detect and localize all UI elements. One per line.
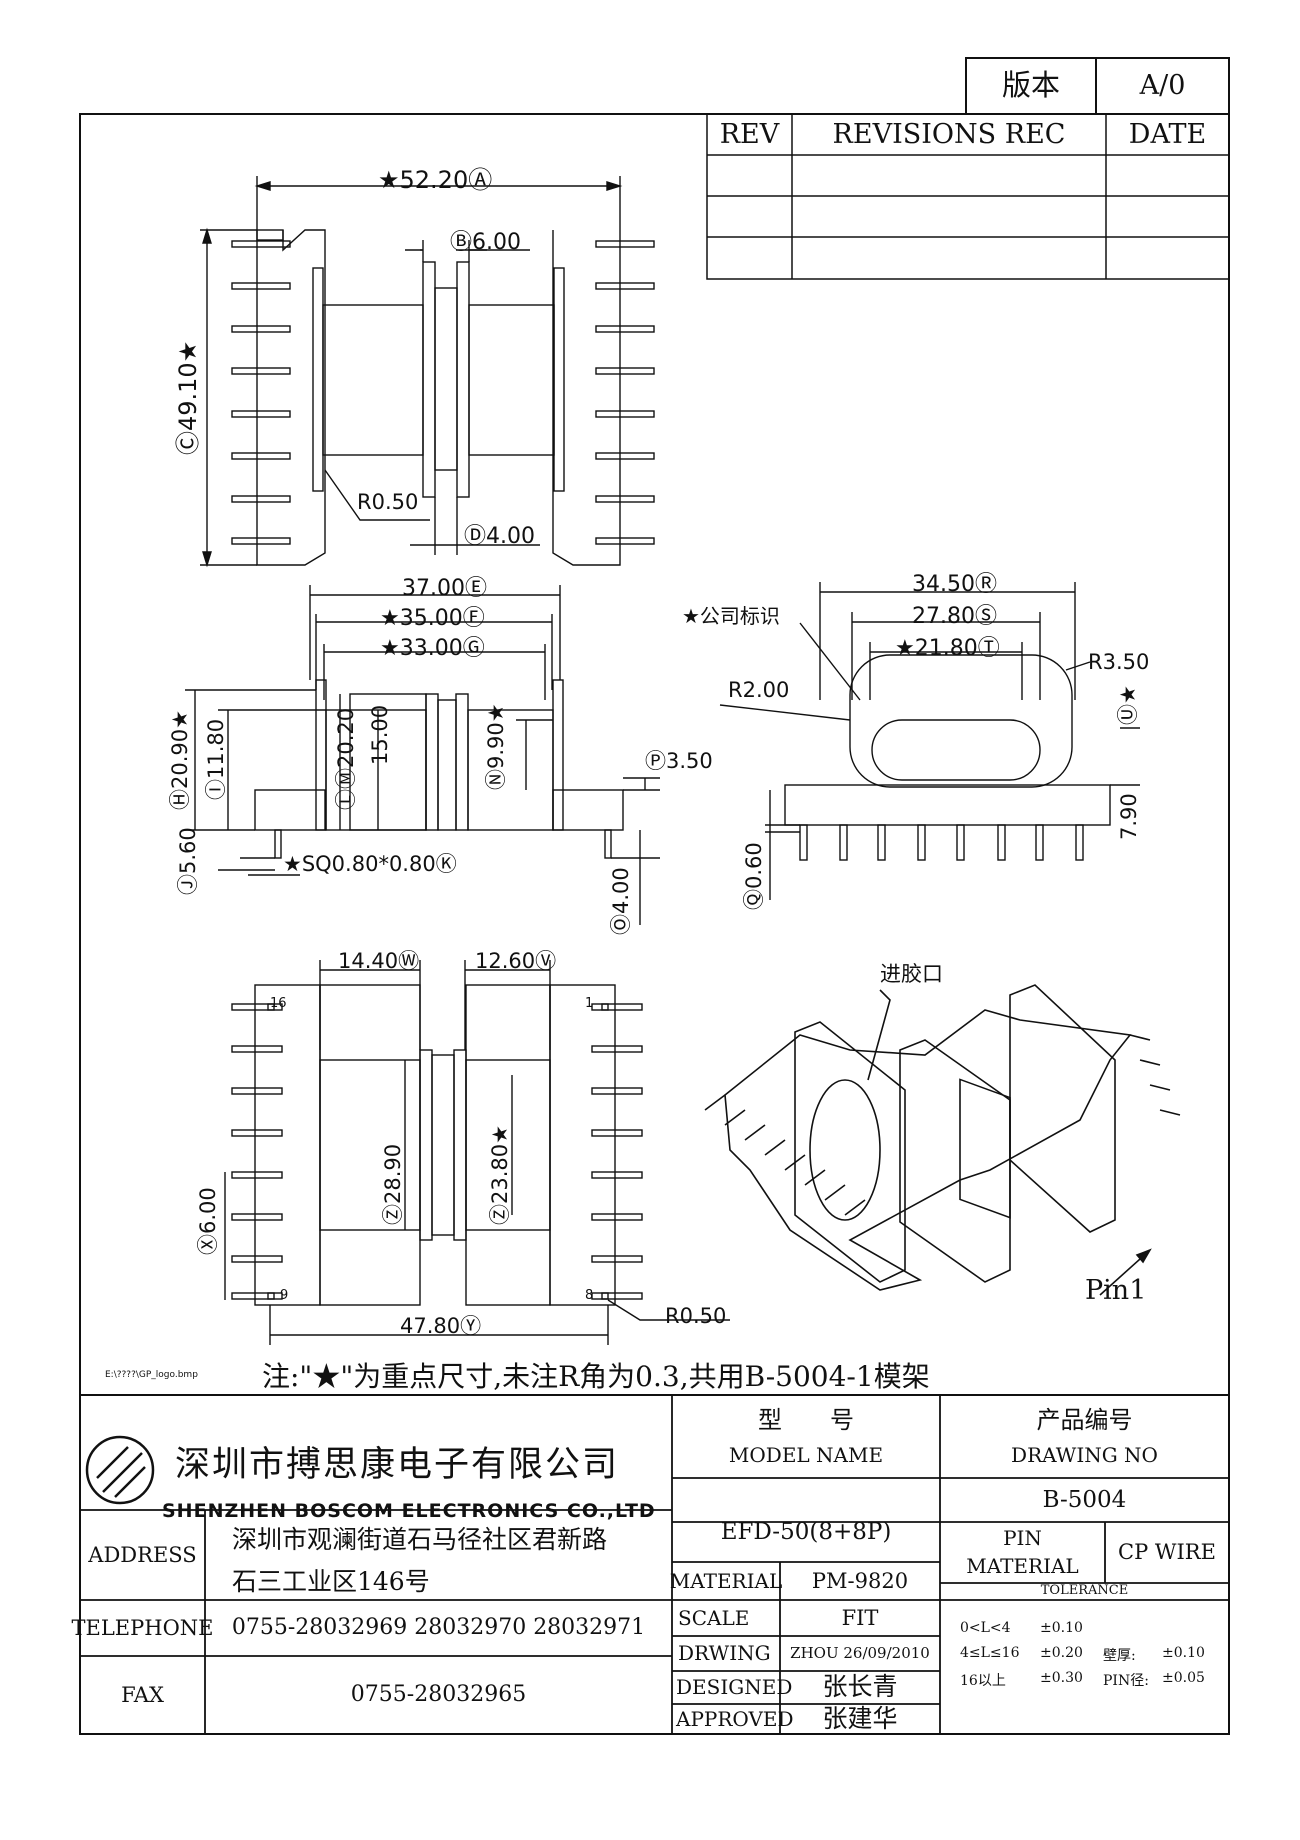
approved-value: 张建华	[822, 1703, 898, 1733]
model-value: EFD-50(8+8P)	[720, 1518, 892, 1545]
company-name-cn: 深圳市搏思康电子有限公司	[175, 1445, 620, 1485]
dim-e: 37.00Ⓔ	[402, 576, 487, 601]
dim-n: Ⓝ9.90★	[484, 703, 508, 790]
dim-u-marker: Ⓤ★	[1116, 685, 1140, 725]
material-value: PM-9820	[811, 1568, 909, 1593]
pin-8-label: 8	[585, 1288, 594, 1303]
dim-a: ★52.20Ⓐ	[378, 166, 493, 194]
tol-r1b: ±0.10	[1040, 1620, 1083, 1636]
material-label: MATERIAL	[669, 1568, 783, 1593]
drawing-note: 注:"★"为重点尺寸,未注R角为0.3,共用B-5004-1模架	[262, 1360, 930, 1393]
front-view	[185, 585, 660, 925]
isometric-view	[704, 984, 1181, 1296]
dim-r050-top: R0.50	[357, 490, 419, 514]
telephone-label: TELEPHONE	[71, 1615, 214, 1640]
revisions-table	[706, 113, 1230, 280]
company-mark-label: ★公司标识	[682, 604, 780, 628]
dim-r350: R3.50	[1088, 650, 1150, 674]
version-label: 版本	[1001, 68, 1060, 103]
tol-r2a: 4≤L≤16	[960, 1645, 1020, 1661]
pin-material-value: CP WIRE	[1118, 1540, 1216, 1565]
designed-label: DESIGNED	[676, 1675, 793, 1699]
boscom-logo-icon	[85, 1435, 155, 1505]
dim-m: 15.00	[368, 704, 392, 765]
dim-r: 34.50Ⓡ	[912, 572, 997, 597]
model-name-cn: 型 号	[758, 1406, 854, 1435]
tol-r2b: ±0.20	[1040, 1645, 1083, 1661]
address-line2: 石三工业区146号	[232, 1567, 430, 1596]
dim-u-value: 7.90	[1117, 793, 1141, 840]
dim-z1: Ⓩ28.90	[381, 1143, 405, 1225]
tol-r2d: ±0.10	[1162, 1645, 1205, 1661]
address-line1: 深圳市观澜街道石马径社区君新路	[232, 1525, 608, 1554]
dim-v: 12.60Ⓥ	[475, 949, 557, 973]
model-name-en: MODEL NAME	[728, 1442, 884, 1467]
dim-w: 14.40Ⓦ	[338, 949, 420, 973]
dim-b: Ⓑ6.00	[450, 230, 521, 255]
dim-g: ★33.00Ⓖ	[380, 636, 485, 661]
dim-q: Ⓠ0.60	[742, 842, 766, 910]
pin-1-number: 1	[585, 996, 594, 1011]
address-label: ADDRESS	[88, 1542, 197, 1567]
dim-z2: Ⓩ23.80★	[488, 1125, 512, 1225]
drwing-value: ZHOU 26/09/2010	[790, 1643, 930, 1662]
company-name-en: SHENZHEN BOSCOM ELECTRONICS CO.,LTD	[162, 1500, 656, 1522]
tol-r3d: ±0.05	[1162, 1670, 1205, 1686]
tol-r2c: 壁厚:	[1103, 1648, 1136, 1664]
dim-c: Ⓒ49.10★	[174, 340, 202, 455]
logo-file-path: E:\????\GP_logo.bmp	[105, 1370, 198, 1380]
date-header: DATE	[1128, 118, 1207, 150]
scale-value: FIT	[841, 1605, 879, 1630]
pin-material-label2: MATERIAL	[966, 1553, 1079, 1578]
dim-o: Ⓞ4.00	[609, 867, 633, 935]
dim-t: ★21.80Ⓣ	[895, 636, 1000, 661]
drawing-no-en: DRAWING NO	[1011, 1442, 1158, 1467]
drwing-label: DRWING	[678, 1641, 771, 1665]
dim-r200: R2.00	[728, 678, 790, 702]
tol-r3a: 16以上	[960, 1673, 1006, 1689]
drawing-no-cn: 产品编号	[1036, 1406, 1133, 1435]
approved-label: APPROVED	[676, 1706, 794, 1731]
side-view	[719, 582, 1140, 900]
dim-l: ⓁⓂ20.20	[334, 707, 358, 810]
inlet-label: 进胶口	[880, 962, 943, 986]
dim-p: Ⓟ3.50	[645, 749, 713, 773]
tolerance-title: TOLERANCE	[1040, 1583, 1129, 1599]
dim-x: Ⓧ6.00	[196, 1187, 220, 1255]
pin-16-label: 16	[270, 996, 287, 1011]
rev-header: REV	[719, 118, 780, 150]
tol-r3c: PIN径:	[1103, 1673, 1149, 1689]
designed-value: 张长青	[822, 1672, 898, 1702]
drawing-no-value: B-5004	[1042, 1486, 1127, 1513]
dim-y: 47.80Ⓨ	[400, 1314, 482, 1338]
dim-h: Ⓗ20.90★	[168, 710, 192, 810]
scale-label: SCALE	[678, 1605, 750, 1630]
dim-i: Ⓘ11.80	[204, 718, 228, 800]
fax-value: 0755-28032965	[350, 1682, 527, 1708]
top-view	[200, 176, 655, 568]
title-block	[79, 1394, 1230, 1735]
tol-r3b: ±0.30	[1040, 1670, 1083, 1686]
dim-f: ★35.00Ⓕ	[380, 606, 485, 631]
pin1-label: Pin1	[1085, 1275, 1147, 1306]
fax-label: FAX	[121, 1682, 164, 1707]
revisions-rec-header: REVISIONS REC	[832, 118, 1066, 150]
version-value: A/0	[1139, 70, 1186, 102]
pin-material-label1: PIN	[1003, 1525, 1042, 1550]
telephone-value: 0755-28032969 28032970 28032971	[231, 1615, 646, 1641]
dim-s: 27.80Ⓢ	[912, 604, 997, 629]
tol-r1a: 0<L<4	[960, 1620, 1011, 1636]
dim-d: Ⓓ4.00	[464, 524, 535, 549]
bottom-view	[224, 960, 730, 1345]
pin-9-label: 9	[280, 1288, 289, 1303]
dim-r050-bottom: R0.50	[665, 1304, 727, 1328]
dim-j: Ⓙ5.60	[176, 827, 200, 895]
dim-k: ★SQ0.80*0.80Ⓚ	[283, 852, 457, 876]
